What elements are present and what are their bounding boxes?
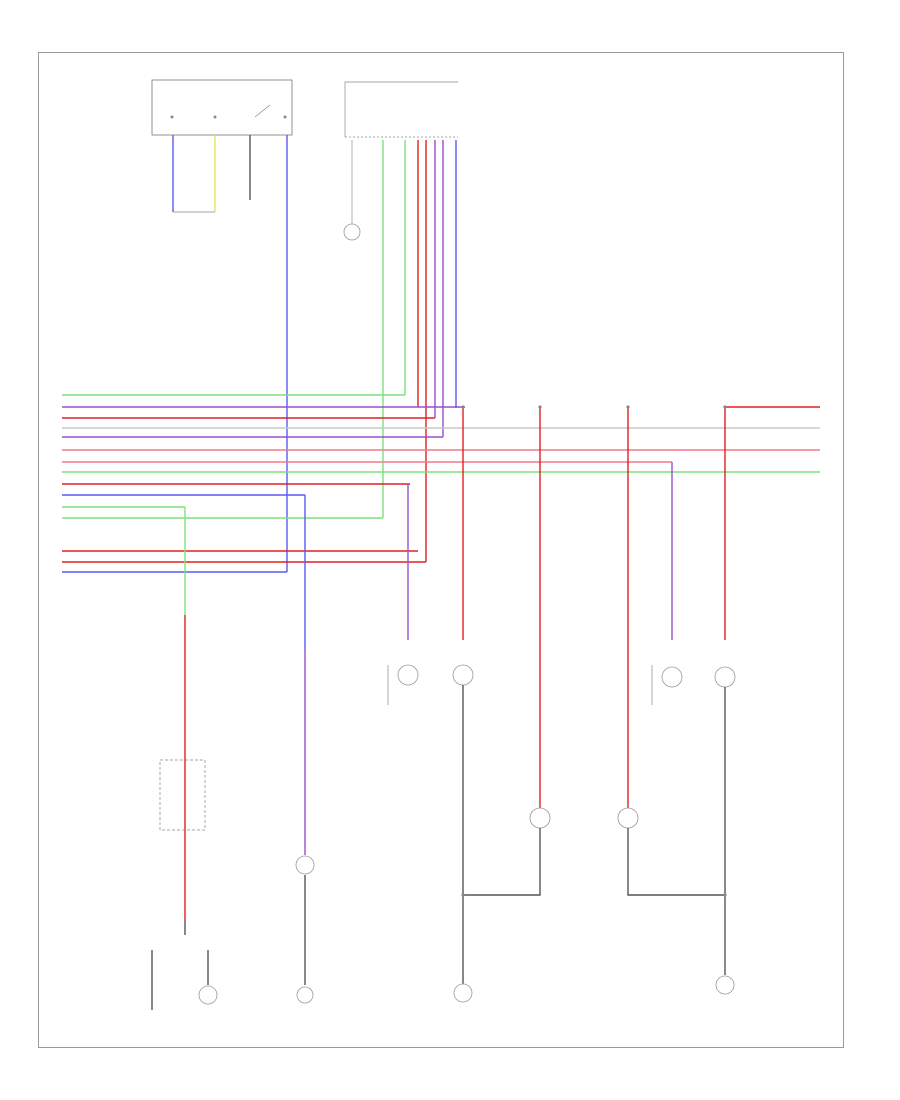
lighting-switch-box — [151, 79, 293, 136]
license-lamp — [295, 855, 315, 875]
harness-bus — [62, 394, 820, 573]
junction-dots — [461, 405, 727, 897]
ground-point-g5 — [715, 975, 735, 995]
ground-point-g3 — [296, 986, 314, 1004]
left-brake-lamp — [397, 664, 419, 686]
right-marker-lamp — [617, 807, 639, 829]
left-tail-lamp — [452, 664, 474, 686]
left-side-marker — [463, 407, 551, 896]
ground-point-g1 — [343, 223, 361, 241]
switch-wires — [172, 135, 288, 572]
ground-point-g4 — [453, 983, 473, 1003]
ground-point-g2 — [198, 985, 218, 1005]
right-tail-light — [651, 407, 736, 995]
blue-branch — [295, 495, 315, 1004]
right-brake-lamp — [661, 666, 683, 688]
control-unit-connector — [344, 81, 458, 138]
right-tail-lamp — [714, 666, 736, 688]
control-unit-wires — [343, 140, 457, 562]
left-branch — [151, 507, 218, 1010]
left-marker-lamp — [529, 807, 551, 829]
left-tail-light — [387, 407, 474, 1003]
right-side-marker — [617, 407, 725, 896]
diagram-frame — [38, 52, 844, 1048]
